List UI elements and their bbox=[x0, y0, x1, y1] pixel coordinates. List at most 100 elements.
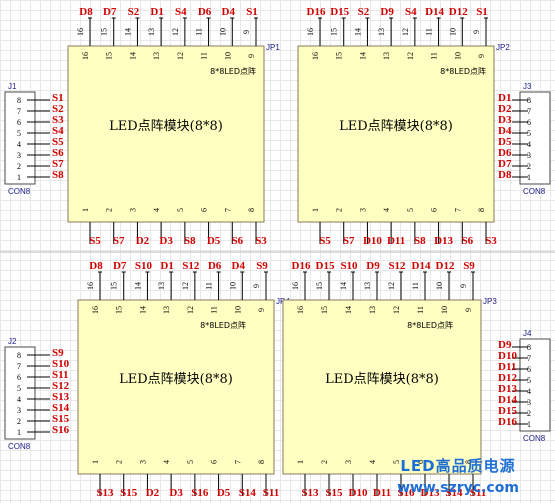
pin-number: 16 bbox=[86, 282, 95, 290]
signal-label: D10 bbox=[349, 487, 368, 499]
signal-label: S6 bbox=[52, 147, 64, 159]
signal-label: D12 bbox=[498, 372, 517, 384]
connector-pin-number: 2 bbox=[17, 162, 21, 171]
signal-label: D11 bbox=[498, 361, 516, 373]
led-matrix-module: 16D161615D151514S21413D91312S41211D14111… bbox=[297, 6, 510, 247]
inner-pin-number: 5 bbox=[176, 208, 185, 212]
connector-type: CON8 bbox=[523, 187, 546, 196]
signal-label: S13 bbox=[96, 487, 114, 499]
connector-pin-number: 5 bbox=[527, 129, 531, 138]
connector-designator: J3 bbox=[523, 82, 532, 91]
signal-label: S14 bbox=[52, 402, 70, 414]
module-model-caption: 8*8LED点阵 bbox=[440, 66, 486, 76]
inner-pin-number: 14 bbox=[358, 52, 367, 60]
pin-number: 13 bbox=[363, 282, 372, 290]
signal-label: S2 bbox=[128, 6, 140, 18]
connector-pin-number: 8 bbox=[17, 96, 21, 105]
inner-pin-number: 13 bbox=[162, 306, 171, 314]
signal-label: S3 bbox=[255, 235, 267, 247]
signal-label: D5 bbox=[207, 235, 221, 247]
signal-label: S6 bbox=[461, 235, 473, 247]
signal-label: D4 bbox=[498, 125, 512, 137]
signal-label: D2 bbox=[136, 235, 150, 247]
signal-label: S16 bbox=[397, 487, 415, 499]
signal-label: D9 bbox=[380, 6, 394, 18]
inner-pin-number: 4 bbox=[368, 460, 377, 464]
module-model-caption: 8*8LED点阵 bbox=[407, 320, 453, 330]
inner-pin-number: 8 bbox=[477, 208, 486, 212]
inner-pin-number: 10 bbox=[233, 306, 242, 314]
signal-label: S5 bbox=[319, 235, 331, 247]
signal-label: D15 bbox=[316, 260, 335, 272]
inner-pin-number: 3 bbox=[138, 460, 147, 464]
inner-pin-number: 12 bbox=[392, 306, 401, 314]
connector-pin-number: 6 bbox=[17, 118, 21, 127]
signal-label: D16 bbox=[292, 260, 311, 272]
connector-pin-number: 2 bbox=[527, 162, 531, 171]
inner-pin-number: 5 bbox=[406, 208, 415, 212]
inner-pin-number: 14 bbox=[128, 52, 137, 60]
signal-label: D4 bbox=[222, 6, 236, 18]
led-matrix-module: 16D81615D71514S101413D11312S121211D61110… bbox=[77, 260, 290, 499]
signal-label: D9 bbox=[366, 260, 380, 272]
module-title: LED点阵模块(8*8) bbox=[109, 119, 223, 134]
signal-label: D7 bbox=[113, 260, 127, 272]
signal-label: S1 bbox=[476, 6, 488, 18]
module-body bbox=[77, 299, 275, 475]
inner-pin-number: 9 bbox=[464, 308, 473, 312]
connector-body bbox=[4, 91, 36, 185]
connector-pin-number: 1 bbox=[527, 420, 531, 429]
inner-pin-number: 7 bbox=[440, 460, 449, 464]
connector-designator: J1 bbox=[8, 82, 17, 91]
signal-label: S7 bbox=[343, 235, 355, 247]
signal-label: S5 bbox=[89, 235, 101, 247]
inner-pin-number: 2 bbox=[115, 460, 124, 464]
inner-pin-number: 16 bbox=[311, 52, 320, 60]
signal-label: S9 bbox=[256, 260, 268, 272]
signal-label: S8 bbox=[184, 235, 196, 247]
connector-pin-number: 4 bbox=[527, 387, 531, 396]
connector-pin-number: 7 bbox=[17, 107, 21, 116]
connector-pin-number: 7 bbox=[17, 362, 21, 371]
connector-pin-number: 1 bbox=[17, 173, 21, 182]
module-model-caption: 8*8LED点阵 bbox=[200, 320, 246, 330]
pin-number: 11 bbox=[425, 28, 434, 36]
module-model-caption: 8*8LED点阵 bbox=[210, 66, 256, 76]
signal-label: D12 bbox=[436, 260, 455, 272]
signal-label: S12 bbox=[52, 380, 70, 392]
connector-type: CON8 bbox=[8, 187, 31, 196]
connector-pin-number: 4 bbox=[17, 140, 21, 149]
signal-label: D15 bbox=[330, 6, 349, 18]
connector-type: CON8 bbox=[8, 442, 31, 451]
inner-pin-number: 1 bbox=[311, 208, 320, 212]
signal-label: S3 bbox=[52, 114, 64, 126]
connector-pin-number: 6 bbox=[527, 365, 531, 374]
inner-pin-number: 15 bbox=[320, 306, 329, 314]
designator-label: JP1 bbox=[266, 43, 280, 52]
module-title: LED点阵模块(8*8) bbox=[119, 372, 233, 387]
inner-pin-number: 12 bbox=[186, 306, 195, 314]
pin-number: 14 bbox=[133, 282, 142, 290]
inner-pin-number: 6 bbox=[416, 460, 425, 464]
signal-label: D10 bbox=[363, 235, 382, 247]
signal-label: S1 bbox=[52, 92, 64, 104]
inner-pin-number: 8 bbox=[464, 460, 473, 464]
connector-pin-number: 7 bbox=[527, 107, 531, 116]
inner-pin-number: 16 bbox=[296, 306, 305, 314]
signal-label: D11 bbox=[387, 235, 405, 247]
inner-pin-number: 16 bbox=[81, 52, 90, 60]
connector-pin-number: 3 bbox=[527, 398, 531, 407]
signal-label: D11 bbox=[373, 487, 391, 499]
signal-label: D1 bbox=[150, 6, 163, 18]
inner-pin-number: 9 bbox=[247, 54, 256, 58]
pin-number: 16 bbox=[76, 28, 85, 36]
signal-label: S10 bbox=[135, 260, 153, 272]
inner-pin-number: 11 bbox=[430, 52, 439, 60]
signal-label: D16 bbox=[498, 416, 517, 428]
pin-number: 11 bbox=[411, 282, 420, 290]
signal-label: S6 bbox=[231, 235, 243, 247]
pin-number: 12 bbox=[387, 282, 396, 290]
signal-label: D4 bbox=[232, 260, 246, 272]
